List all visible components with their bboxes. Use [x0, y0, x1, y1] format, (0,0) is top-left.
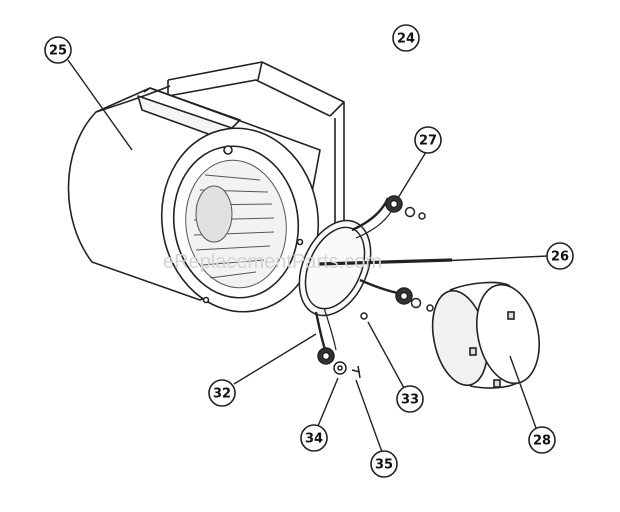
svg-text:35: 35 [375, 458, 393, 473]
callout-28: 28 [528, 426, 556, 454]
loose-hardware [333, 361, 361, 379]
callout-25: 25 [44, 36, 72, 64]
svg-text:33: 33 [401, 393, 419, 408]
leader-lines [67, 59, 549, 453]
callout-32: 32 [208, 379, 236, 407]
callout-33: 33 [396, 385, 424, 413]
callout-24: 24 [392, 24, 420, 52]
svg-text:34: 34 [305, 432, 323, 447]
svg-text:27: 27 [419, 134, 437, 149]
svg-text:28: 28 [533, 434, 551, 449]
svg-text:24: 24 [397, 32, 415, 47]
blower-housing [67, 61, 345, 313]
svg-text:25: 25 [49, 44, 67, 59]
svg-text:26: 26 [551, 250, 569, 265]
callout-34: 34 [300, 424, 328, 452]
blower-motor [431, 281, 540, 389]
callout-26: 26 [546, 242, 574, 270]
callout-35: 35 [370, 450, 398, 478]
watermark-text: eReplacementParts.com [163, 251, 382, 273]
blower-wheel [185, 159, 287, 289]
svg-text:32: 32 [213, 387, 231, 402]
callout-27: 27 [414, 126, 442, 154]
motor-mount-bracket [298, 195, 453, 365]
